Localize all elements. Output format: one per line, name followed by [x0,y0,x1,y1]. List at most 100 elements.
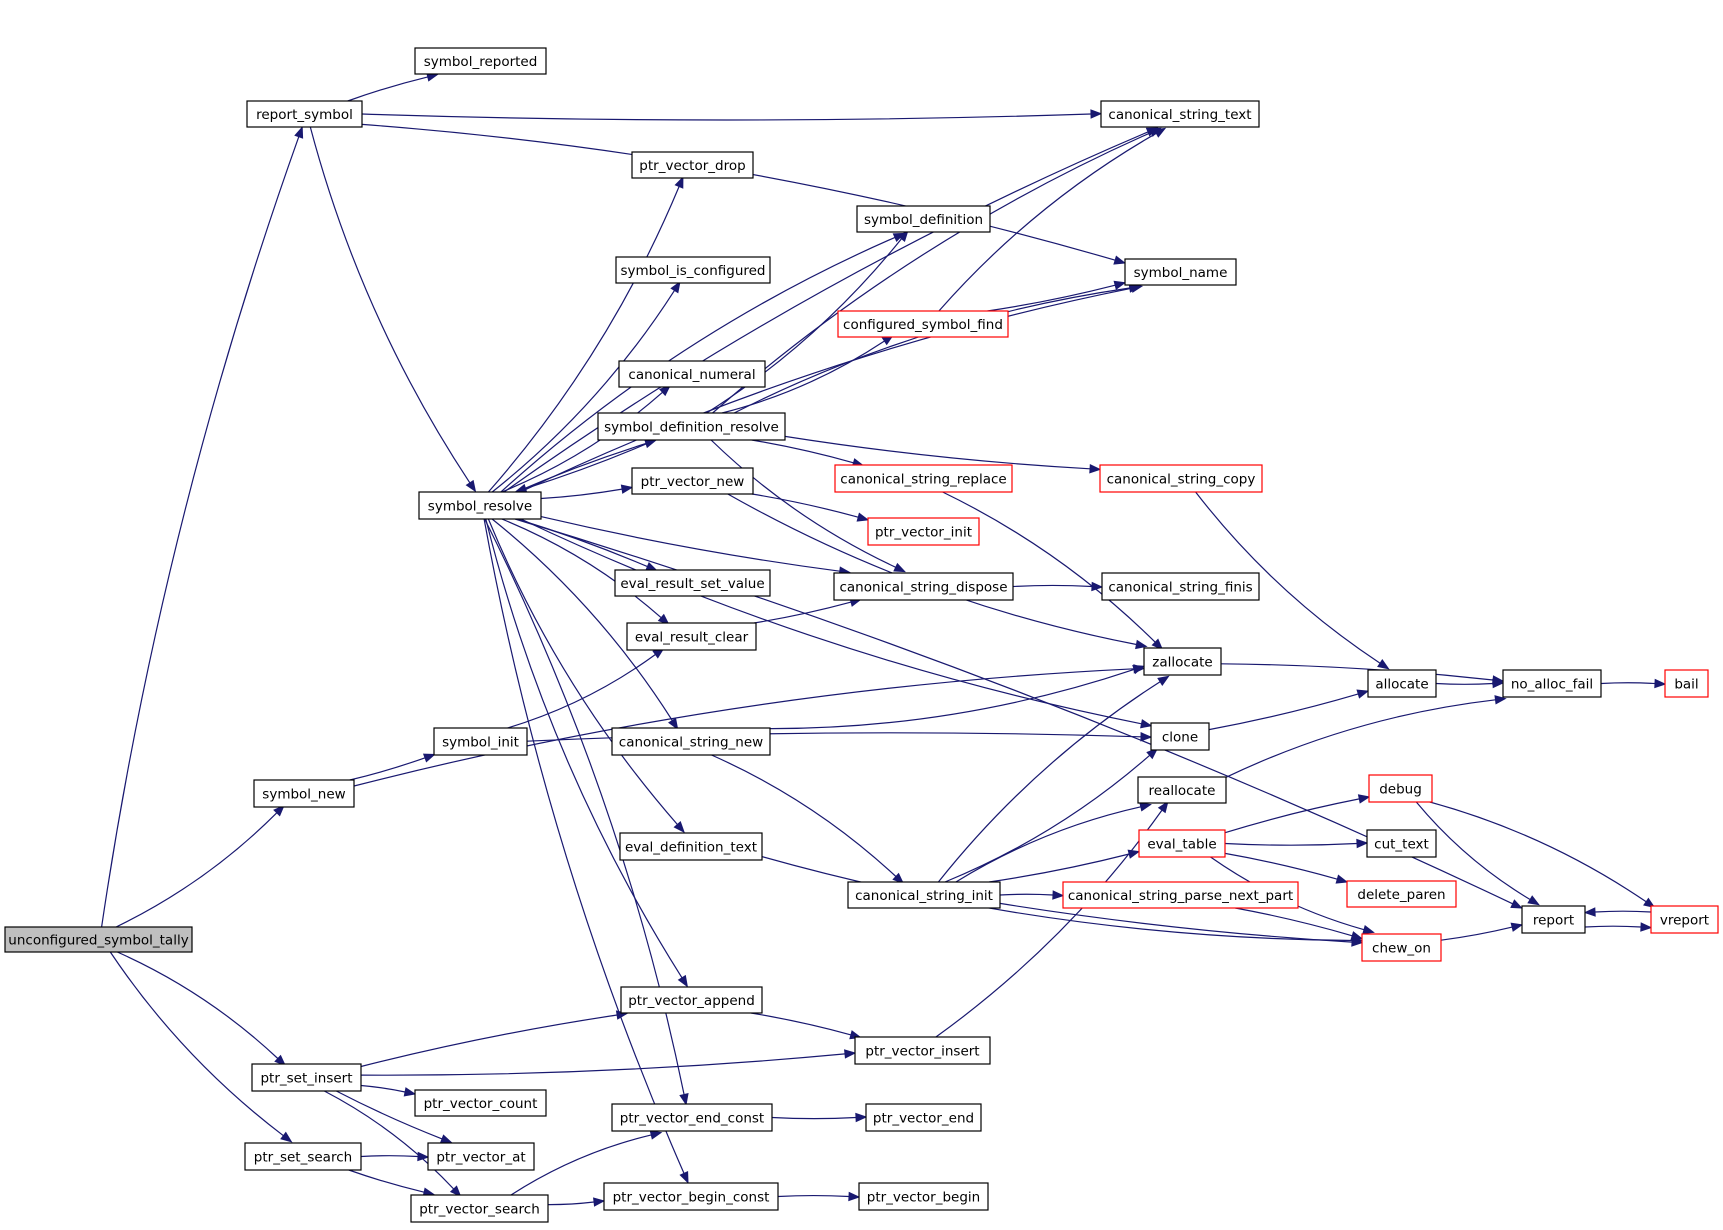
edge-line [1600,682,1656,685]
node-ptr_set_insert[interactable]: ptr_set_insert [251,1063,362,1092]
node-box [246,100,363,128]
node-label: ptr_vector_init [875,525,972,541]
node-canonical_string_finis[interactable]: canonical_string_finis [1101,572,1260,601]
node-canonical_string_new[interactable]: canonical_string_new [611,727,771,756]
edge-line [501,518,662,619]
node-ptr_vector_end_const[interactable]: ptr_vector_end_const [611,1103,773,1132]
node-layer: unconfigured_symbol_tallyreport_symbolsy… [4,47,1719,1223]
edge-line [999,902,1353,943]
node-label: eval_result_set_value [620,576,764,592]
edge-line [938,132,1157,312]
node-configured_symbol_find[interactable]: configured_symbol_find [837,310,1009,338]
edge-line [324,1090,455,1190]
node-ptr_vector_append[interactable]: ptr_vector_append [620,986,763,1014]
node-symbol_name[interactable]: symbol_name [1124,258,1237,286]
edge-line [1220,663,1494,681]
node-canonical_string_copy[interactable]: canonical_string_copy [1099,464,1263,493]
arrowhead-icon [679,1093,689,1106]
node-clone[interactable]: clone [1150,722,1210,751]
node-ptr_vector_search[interactable]: ptr_vector_search [410,1194,549,1223]
node-label: ptr_vector_begin [867,1190,980,1206]
node-label: symbol_resolve [428,499,532,515]
edge-canonical_string_init-to-chew_on [999,902,1364,947]
node-reallocate[interactable]: reallocate [1137,776,1227,804]
node-box [4,926,193,953]
node-box [1664,669,1709,698]
node-ptr_vector_init[interactable]: ptr_vector_init [867,517,980,546]
node-box [611,727,771,756]
node-symbol_new[interactable]: symbol_new [253,779,355,808]
node-bail[interactable]: bail [1664,669,1709,698]
node-debug[interactable]: debug [1368,774,1433,803]
node-canonical_string_replace[interactable]: canonical_string_replace [834,464,1013,493]
node-symbol_is_configured[interactable]: symbol_is_configured [615,256,771,284]
edge-line [942,491,1156,643]
node-symbol_definition_resolve[interactable]: symbol_definition_resolve [597,412,786,441]
node-cut_text[interactable]: cut_text [1366,829,1437,858]
node-eval_table[interactable]: eval_table [1138,829,1226,858]
edge-line [1594,910,1652,913]
node-eval_result_clear[interactable]: eval_result_clear [626,622,757,651]
node-label: report_symbol [256,107,353,123]
node-ptr_set_search[interactable]: ptr_set_search [244,1142,362,1171]
arrowhead-icon [1510,899,1523,909]
node-label: eval_table [1147,837,1216,853]
node-label: chew_on [1372,941,1431,957]
arrowhead-icon [1335,874,1349,884]
edge-line [1208,693,1359,731]
node-box [1124,258,1237,286]
edge-line [754,601,852,624]
node-ptr_vector_at[interactable]: ptr_vector_at [427,1142,535,1171]
node-eval_result_set_value[interactable]: eval_result_set_value [614,569,771,597]
node-canonical_string_text[interactable]: canonical_string_text [1100,100,1260,128]
node-symbol_definition[interactable]: symbol_definition [856,205,991,233]
node-box [1138,829,1226,858]
node-ptr_vector_new[interactable]: ptr_vector_new [631,467,754,495]
node-box [847,881,1001,909]
edge-ptr_vector_new-to-ptr_vector_init [751,493,870,522]
node-symbol_resolve[interactable]: symbol_resolve [418,491,542,520]
node-ptr_vector_end[interactable]: ptr_vector_end [865,1103,982,1132]
node-ptr_vector_begin_const[interactable]: ptr_vector_begin_const [603,1182,779,1211]
node-eval_definition_text[interactable]: eval_definition_text [619,832,763,861]
node-allocate[interactable]: allocate [1367,669,1437,698]
node-chew_on[interactable]: chew_on [1361,933,1442,962]
arrowhead-icon [670,280,681,294]
node-report_symbol[interactable]: report_symbol [246,100,363,128]
node-ptr_vector_insert[interactable]: ptr_vector_insert [854,1036,991,1065]
edge-eval_table-to-delete_paren [1224,852,1349,884]
node-box [1062,881,1299,909]
node-report[interactable]: report [1521,905,1586,934]
node-canonical_string_dispose[interactable]: canonical_string_dispose [833,572,1014,601]
node-zallocate[interactable]: zallocate [1143,647,1222,676]
node-symbol_init[interactable]: symbol_init [433,727,528,756]
node-canonical_numeral[interactable]: canonical_numeral [618,360,766,388]
node-unconfigured_symbol_tally[interactable]: unconfigured_symbol_tally [4,926,193,953]
node-ptr_vector_drop[interactable]: ptr_vector_drop [631,151,754,179]
node-no_alloc_fail[interactable]: no_alloc_fail [1502,669,1602,698]
edge-line [500,236,896,493]
edge-report_symbol-to-symbol_reported [347,72,439,102]
node-vreport[interactable]: vreport [1650,905,1719,934]
node-ptr_vector_begin[interactable]: ptr_vector_begin [858,1182,989,1211]
edge-line [937,681,1161,883]
node-canonical_string_parse_next_part[interactable]: canonical_string_parse_next_part [1062,881,1299,909]
edge-line [361,123,1116,261]
edge-report-to-vreport [1584,922,1653,932]
node-symbol_reported[interactable]: symbol_reported [414,47,547,75]
edge-ptr_set_search-to-ptr_vector_at [360,1151,430,1162]
node-label: bail [1674,677,1698,693]
node-delete_paren[interactable]: delete_paren [1346,880,1457,908]
edge-allocate-to-no_alloc_fail [1435,678,1505,689]
arrowhead-icon [1153,127,1167,138]
node-ptr_vector_count[interactable]: ptr_vector_count [414,1089,547,1117]
edge-layer [101,72,1667,1207]
node-box [1366,829,1437,858]
node-label: report [1533,913,1574,929]
node-label: ptr_vector_end [873,1111,974,1127]
edge-line [501,391,663,493]
node-canonical_string_init[interactable]: canonical_string_init [847,881,1001,909]
edge-ptr_set_search-to-ptr_vector_search [348,1169,436,1197]
edge-line [360,1155,419,1158]
edge-symbol_new-to-symbol_init [349,753,436,781]
